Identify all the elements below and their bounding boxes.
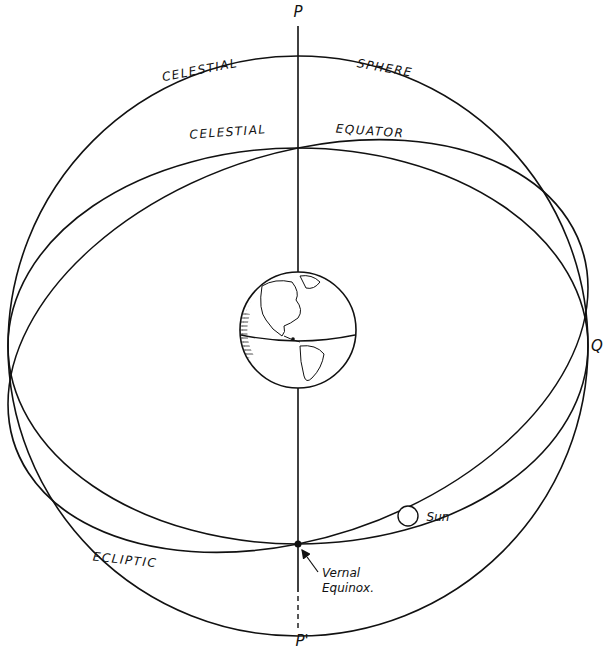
earth-globe — [240, 272, 356, 388]
equator-label: CELESTIAL — [189, 122, 267, 141]
ecliptic — [8, 90, 588, 602]
ecliptic-label: ECLIPTIC — [92, 550, 158, 571]
equator-label: EQUATOR — [335, 122, 405, 141]
polar-axis-extension — [297, 596, 298, 630]
sphere-label: CELESTIAL — [161, 56, 239, 84]
celestial-equator — [8, 148, 588, 544]
point-label: Q — [591, 337, 603, 355]
sphere-label: SPHERE — [356, 56, 414, 80]
vernal-equinox-point — [295, 541, 302, 548]
leader-line — [302, 550, 318, 572]
axis-pole-label: P' — [295, 632, 308, 650]
sun-label: Sun — [427, 510, 450, 524]
axis-pole-label: P — [293, 3, 302, 21]
sun-disc — [398, 506, 418, 526]
equinox-label: Vernal Equinox. — [322, 566, 392, 596]
